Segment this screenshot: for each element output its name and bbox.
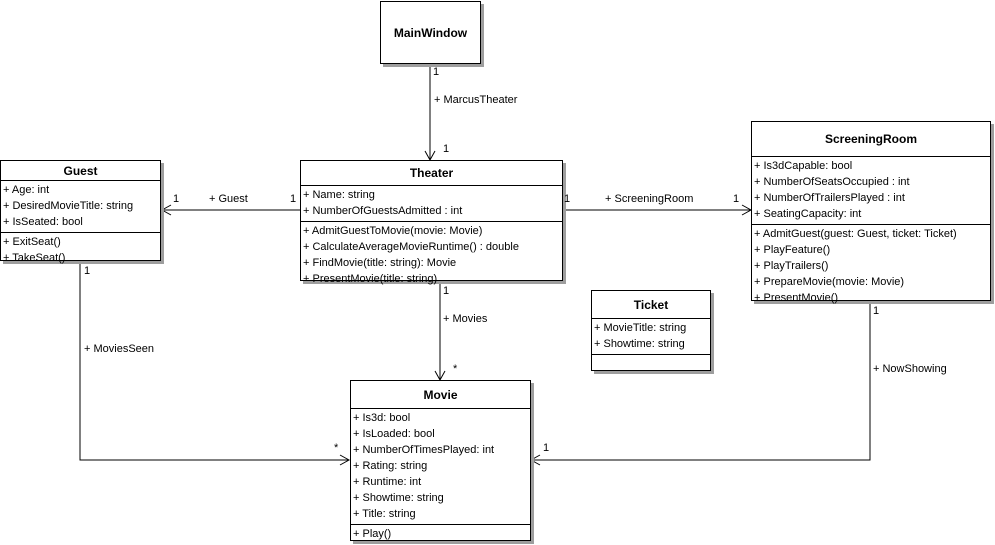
guest-target-multiplicity: 1 bbox=[173, 193, 180, 205]
attribute: + Runtime: int bbox=[353, 476, 422, 488]
operations-section: + AdmitGuestToMovie(movie: Movie) + Calc… bbox=[301, 221, 562, 289]
class-name: MainWindow bbox=[393, 25, 468, 40]
attributes-section: + Is3d: bool + IsLoaded: bool + NumberOf… bbox=[351, 409, 530, 524]
operation: + AdmitGuestToMovie(movie: Movie) bbox=[303, 225, 483, 237]
screening-room-source-multiplicity: 1 bbox=[564, 193, 571, 205]
class-theater[interactable]: Theater + Name: string + NumberOfGuestsA… bbox=[300, 160, 563, 285]
operations-section: + Play() bbox=[351, 524, 530, 544]
operation: + PresentMovie() bbox=[754, 292, 839, 304]
operation: + ExitSeat() bbox=[3, 236, 61, 248]
now-showing-role-label: + NowShowing bbox=[873, 363, 947, 375]
now-showing-target-multiplicity: 1 bbox=[543, 442, 550, 454]
class-ticket[interactable]: Ticket + MovieTitle: string + Showtime: … bbox=[591, 290, 711, 371]
movies-seen-role-label: + MoviesSeen bbox=[84, 343, 155, 355]
operations-section bbox=[592, 354, 710, 374]
movies-source-multiplicity: 1 bbox=[443, 285, 450, 297]
class-name: Movie bbox=[351, 381, 530, 409]
operation: + CalculateAverageMovieRuntime() : doubl… bbox=[303, 241, 519, 253]
attribute: + IsSeated: bool bbox=[3, 216, 83, 228]
operation: + Play() bbox=[353, 528, 392, 540]
class-name: ScreeningRoom bbox=[752, 122, 990, 157]
attributes-section: + MovieTitle: string + Showtime: string bbox=[592, 319, 710, 354]
class-guest[interactable]: Guest + Age: int + DesiredMovieTitle: st… bbox=[0, 160, 161, 264]
attribute: + Title: string bbox=[353, 508, 416, 520]
class-main-window[interactable]: MainWindow bbox=[380, 1, 481, 64]
screening-room-role-label: + ScreeningRoom bbox=[605, 193, 694, 205]
marcus-theater-target-multiplicity: 1 bbox=[443, 143, 450, 155]
attribute: + Showtime: string bbox=[353, 492, 444, 504]
operation: + PlayFeature() bbox=[754, 244, 831, 256]
attribute: + Showtime: string bbox=[594, 338, 685, 350]
operation: + AdmitGuest(guest: Guest, ticket: Ticke… bbox=[754, 228, 957, 240]
marcus-theater-source-multiplicity: 1 bbox=[433, 66, 440, 78]
attribute: + MovieTitle: string bbox=[594, 322, 687, 334]
operation: + PrepareMovie(movie: Movie) bbox=[754, 276, 905, 288]
class-name: Guest bbox=[1, 161, 160, 181]
operations-section: + ExitSeat() + TakeSeat() bbox=[1, 232, 160, 268]
attribute: + NumberOfGuestsAdmitted : int bbox=[303, 205, 463, 217]
operation: + FindMovie(title: string): Movie bbox=[303, 257, 457, 269]
operation: + TakeSeat() bbox=[3, 252, 66, 264]
class-screening-room[interactable]: ScreeningRoom + Is3dCapable: bool + Numb… bbox=[751, 121, 991, 304]
guest-source-multiplicity: 1 bbox=[290, 193, 297, 205]
operations-section: + AdmitGuest(guest: Guest, ticket: Ticke… bbox=[752, 224, 990, 308]
operation: + PlayTrailers() bbox=[754, 260, 829, 272]
attributes-section: + Is3dCapable: bool + NumberOfSeatsOccup… bbox=[752, 157, 990, 224]
attribute: + IsLoaded: bool bbox=[353, 428, 435, 440]
class-movie[interactable]: Movie + Is3d: bool + IsLoaded: bool + Nu… bbox=[350, 380, 531, 541]
attribute: + NumberOfTrailersPlayed : int bbox=[754, 192, 905, 204]
attribute: + Age: int bbox=[3, 184, 50, 196]
movies-target-multiplicity: * bbox=[453, 363, 458, 375]
class-name: Ticket bbox=[592, 291, 710, 319]
attribute: + NumberOfSeatsOccupied : int bbox=[754, 176, 910, 188]
movies-seen-line bbox=[79, 261, 351, 466]
attributes-section: + Age: int + DesiredMovieTitle: string +… bbox=[1, 181, 160, 232]
guest-role-label: + Guest bbox=[209, 193, 248, 205]
screening-room-target-multiplicity: 1 bbox=[733, 193, 740, 205]
movies-seen-target-multiplicity: * bbox=[334, 442, 339, 454]
attribute: + DesiredMovieTitle: string bbox=[3, 200, 134, 212]
attribute: + SeatingCapacity: int bbox=[754, 208, 862, 220]
now-showing-line bbox=[529, 302, 871, 466]
operation: + PresentMovie(title: string) bbox=[303, 273, 438, 285]
movies-role-label: + Movies bbox=[443, 313, 488, 325]
class-name: Theater bbox=[301, 161, 562, 186]
marcus-theater-role-label: + MarcusTheater bbox=[434, 94, 518, 106]
movies-seen-source-multiplicity: 1 bbox=[84, 265, 91, 277]
attribute: + Rating: string bbox=[353, 460, 428, 472]
now-showing-source-multiplicity: 1 bbox=[873, 305, 880, 317]
attributes-section: + Name: string + NumberOfGuestsAdmitted … bbox=[301, 186, 562, 221]
attribute: + Is3d: bool bbox=[353, 412, 411, 424]
attribute: + Name: string bbox=[303, 189, 375, 201]
attribute: + NumberOfTimesPlayed: int bbox=[353, 444, 495, 456]
attribute: + Is3dCapable: bool bbox=[754, 160, 853, 172]
